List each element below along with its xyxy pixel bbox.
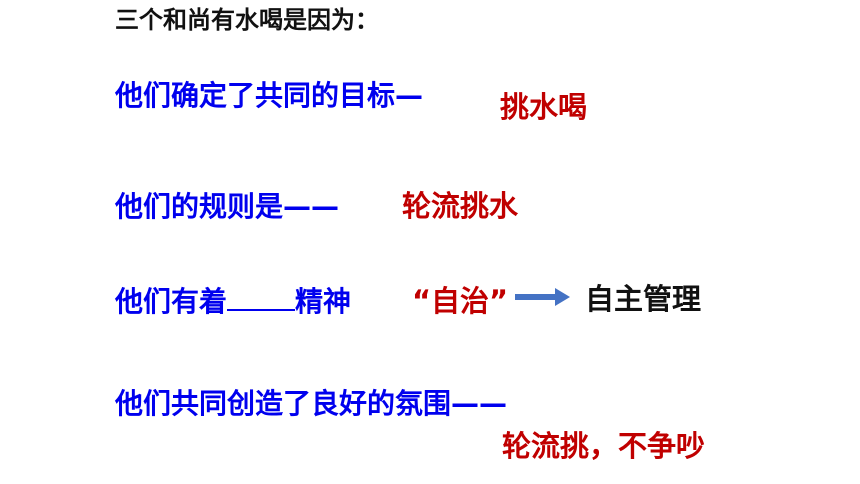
goal-label: 他们确定了共同的目标— bbox=[115, 79, 424, 112]
spirit-result: 自主管理 bbox=[585, 282, 702, 316]
goal-answer: 挑水喝 bbox=[500, 90, 588, 124]
right-arrow-icon bbox=[515, 288, 570, 306]
atmosphere-label: 他们共同创造了良好的氛围—— bbox=[115, 387, 508, 420]
slide-heading: 三个和尚有水喝是因为： bbox=[115, 6, 379, 34]
spirit-label-after: 精神 bbox=[295, 285, 352, 318]
rule-answer: 轮流挑水 bbox=[402, 189, 519, 223]
spirit-answer: “自治” bbox=[412, 284, 509, 318]
spirit-label: 他们有着 精神 bbox=[115, 285, 351, 316]
spirit-blank bbox=[227, 285, 296, 311]
spirit-label-before: 他们有着 bbox=[115, 285, 228, 318]
rule-label: 他们的规则是—— bbox=[115, 190, 340, 223]
atmosphere-answer: 轮流挑，不争吵 bbox=[502, 429, 706, 463]
